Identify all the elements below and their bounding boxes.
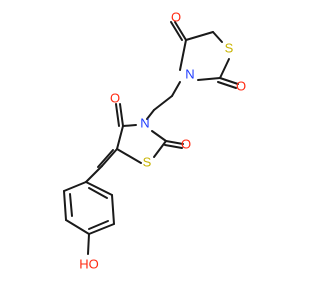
bond-bottom-ring-n-c4 [122,124,137,127]
bond-hydroxyl [87,233,90,255]
bond-benzene-2 [63,190,67,221]
bond-bottom-ring-c4-o [119,103,124,127]
bond-linker-ch2b-n [146,109,155,120]
bond-alkene [101,148,118,167]
bond-bottom-ring-s-c2 [153,140,167,158]
atom-sulfur-label: S [143,154,152,169]
bond-top-ring-c4-c5 [185,31,214,41]
bond-linker-n-ch2a [171,81,181,97]
atom-oxygen-label: O [110,90,120,105]
bond-top-ring-n-c4 [179,39,187,71]
molecule-structure: O S N O O N O S HO [63,9,246,271]
bond-bottom-ring-c5-s [116,148,142,164]
bond-benzene-inner-2 [88,220,109,230]
bond-top-ring-c4-o [174,21,187,41]
bond-top-ring-s-c2 [219,58,230,79]
hydroxyl-label: HO [79,256,99,271]
bond-benzene-inner-3 [88,187,108,199]
atom-nitrogen-label: N [140,115,149,130]
bond-top-ring-c2-o [219,77,239,85]
atom-oxygen-label: O [171,9,181,24]
bond-benzene-1 [63,181,87,192]
bond-top-ring-c2-o-double [217,81,237,89]
bond-top-ring-c2-n [197,77,221,81]
bond-bottom-ring-c2-o-double [164,144,183,149]
bond-benzene-5 [111,194,115,225]
atom-sulfur-label: S [225,40,234,55]
bond-top-ring-c4-o-double [170,21,183,41]
atom-oxygen-label: O [181,136,191,151]
bond-top-ring-c5-s [212,31,223,43]
atom-nitrogen-label: N [185,66,194,81]
bond-benzene-3 [65,219,90,235]
bond-bottom-ring-c2-n [151,130,167,142]
bond-linker-ch2a-ch2b [153,95,173,111]
bond-alkene-double [97,149,114,168]
bond-bottom-ring-c4-o-double [115,103,120,127]
bond-benzene-6 [85,181,113,196]
bond-alkene-aryl [85,165,103,183]
atom-oxygen-label: O [236,78,246,93]
bond-bottom-ring-c2-o [165,140,184,145]
bond-benzene-4 [88,223,115,235]
bond-benzene-inner-1 [69,193,73,217]
bond-bottom-ring-c4-c5 [116,125,124,150]
